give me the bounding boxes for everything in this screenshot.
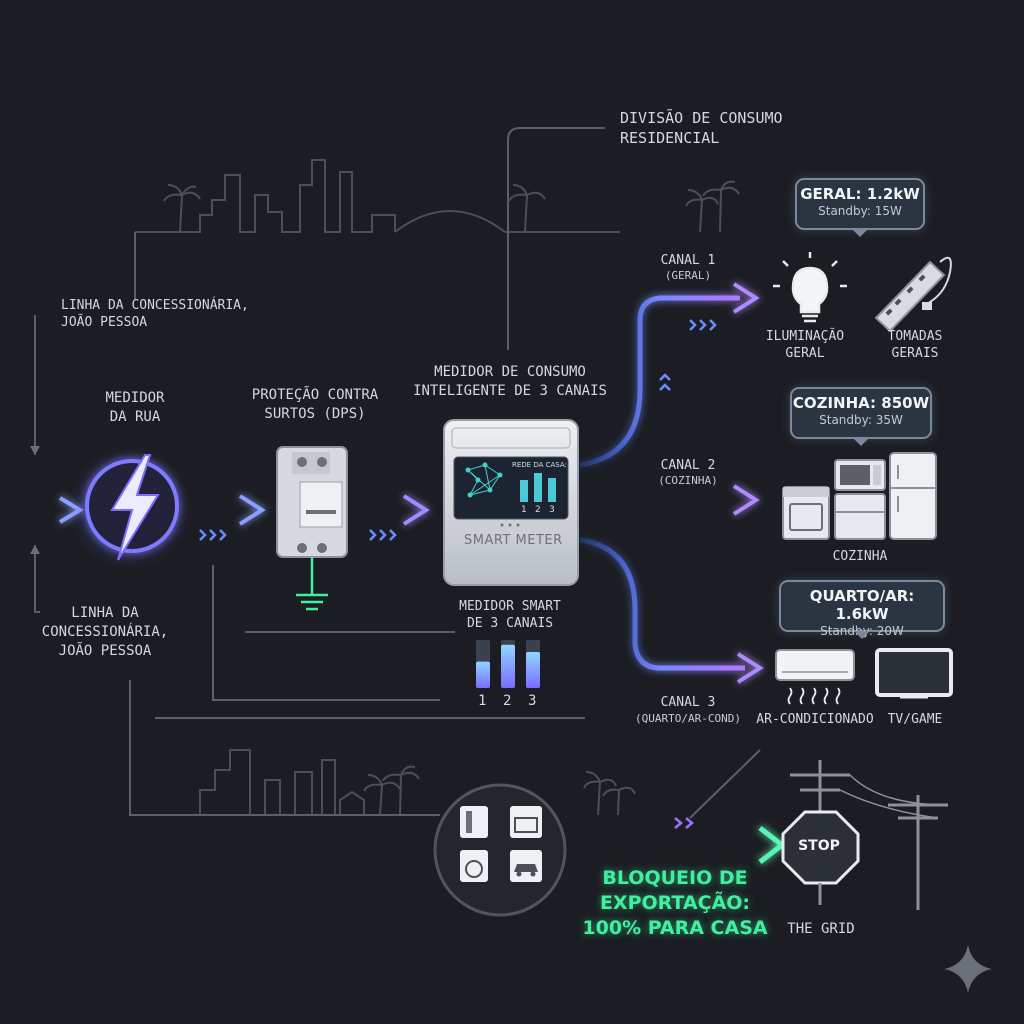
air-conditioner-icon: [775, 649, 855, 705]
meter-screen-number: 2: [535, 505, 541, 515]
street-meter-label: MEDIDOR DA RUA: [105, 390, 165, 425]
connector-lines: [34, 127, 761, 819]
stove-icon: [782, 486, 830, 540]
ac-label: AR-CONDICIONADO: [756, 712, 874, 727]
bubble-standby: Standby: 15W: [818, 204, 902, 218]
tv-label: TV/GAME: [887, 712, 943, 727]
bubble-title: COZINHA: 850W: [792, 394, 930, 412]
bubble-quarto: QUARTO/AR: 1.6kW Standby: 20W: [779, 580, 945, 639]
meter-screen-number: 1: [521, 505, 527, 515]
chevron-markers: [199, 319, 717, 829]
channel-2-name: CANAL 2: [660, 458, 716, 473]
oven-cabinet-icon: [834, 493, 886, 540]
bubble-cozinha: COZINHA: 850W Standby: 35W: [790, 387, 932, 446]
main-flow: [0, 282, 787, 864]
meter-screen-number: 3: [549, 505, 555, 515]
utility-pole-icon: [790, 760, 949, 910]
utility-line-top-label: LINHA DA CONCESSIONÁRIA, JOÃO PESSOA: [61, 298, 249, 330]
surge-protection-label: PROTEÇÃO CONTRA SURTOS (DPS): [251, 387, 379, 422]
smart-meter-device: [443, 419, 579, 586]
arrow-head-down-icon: [30, 446, 40, 455]
microwave-icon: [834, 459, 886, 491]
fridge-small-icon: [460, 806, 488, 838]
ground-icon: [296, 557, 328, 611]
bubble-geral: GERAL: 1.2kW Standby: 15W: [795, 178, 925, 237]
kitchen-label: COZINHA: [832, 549, 888, 564]
bubble-title: QUARTO/AR: 1.6kW: [809, 587, 915, 623]
channel-level-bar: [476, 661, 490, 688]
smart-meter-caption: MEDIDOR SMART DE 3 CANAIS: [459, 599, 561, 631]
channel-1-name: CANAL 1: [660, 253, 716, 268]
export-block-label: BLOQUEIO DE EXPORTAÇÃO: 100% PARA CASA: [582, 867, 768, 939]
arrow-head-up-icon: [30, 545, 40, 554]
outlets-label: TOMADAS GERAIS: [887, 329, 943, 361]
meter-brand: SMART METER: [464, 533, 563, 548]
bubble-standby: Standby: 35W: [819, 413, 903, 427]
channel-3-name: CANAL 3: [660, 695, 716, 710]
bar-number: 2: [503, 693, 512, 709]
home-appliances-group: [433, 783, 567, 917]
lightbulb-icon: [773, 252, 847, 323]
bubble-title: GERAL: 1.2kW: [800, 185, 920, 203]
washer-icon: [460, 850, 488, 882]
sparkle-icon: [944, 945, 992, 993]
tv-icon: [875, 648, 953, 699]
dps-breaker-icon: [276, 446, 348, 558]
meter-screen-label: REDE DA CASA:: [512, 461, 567, 469]
fridge-icon: [889, 452, 937, 540]
bubble-standby: Standby: 20W: [820, 624, 904, 638]
skyline-bottom: [130, 749, 636, 816]
car-icon: [510, 850, 542, 882]
bar-number: 1: [478, 693, 487, 709]
power-strip-icon: [874, 256, 952, 333]
smart-meter-heading: MEDIDOR DE CONSUMO INTELIGENTE DE 3 CANA…: [413, 364, 607, 399]
channel-level-bar: [501, 644, 515, 688]
stop-sign-icon: [781, 810, 860, 905]
skyline-top: [135, 159, 740, 233]
grid-label: THE GRID: [787, 921, 855, 937]
bar-number: 3: [528, 693, 537, 709]
channel-1-sub: (GERAL): [664, 269, 712, 282]
lighting-label: ILUMINAÇÃO GERAL: [765, 329, 845, 361]
channel-3-sub: (QUARTO/AR-COND): [635, 712, 741, 725]
utility-line-bottom-label: LINHA DA CONCESSIONÁRIA, JOÃO PESSOA: [41, 605, 169, 659]
oven-icon: [510, 806, 542, 838]
channel-level-bars: [476, 640, 540, 688]
channel-level-bar: [526, 652, 540, 688]
stop-sign-text: STOP: [798, 838, 840, 854]
page-title: DIVISÃO DE CONSUMO RESIDENCIAL: [620, 109, 783, 147]
lightning-icon: [68, 446, 192, 570]
channel-2-sub: (COZINHA): [658, 474, 718, 487]
